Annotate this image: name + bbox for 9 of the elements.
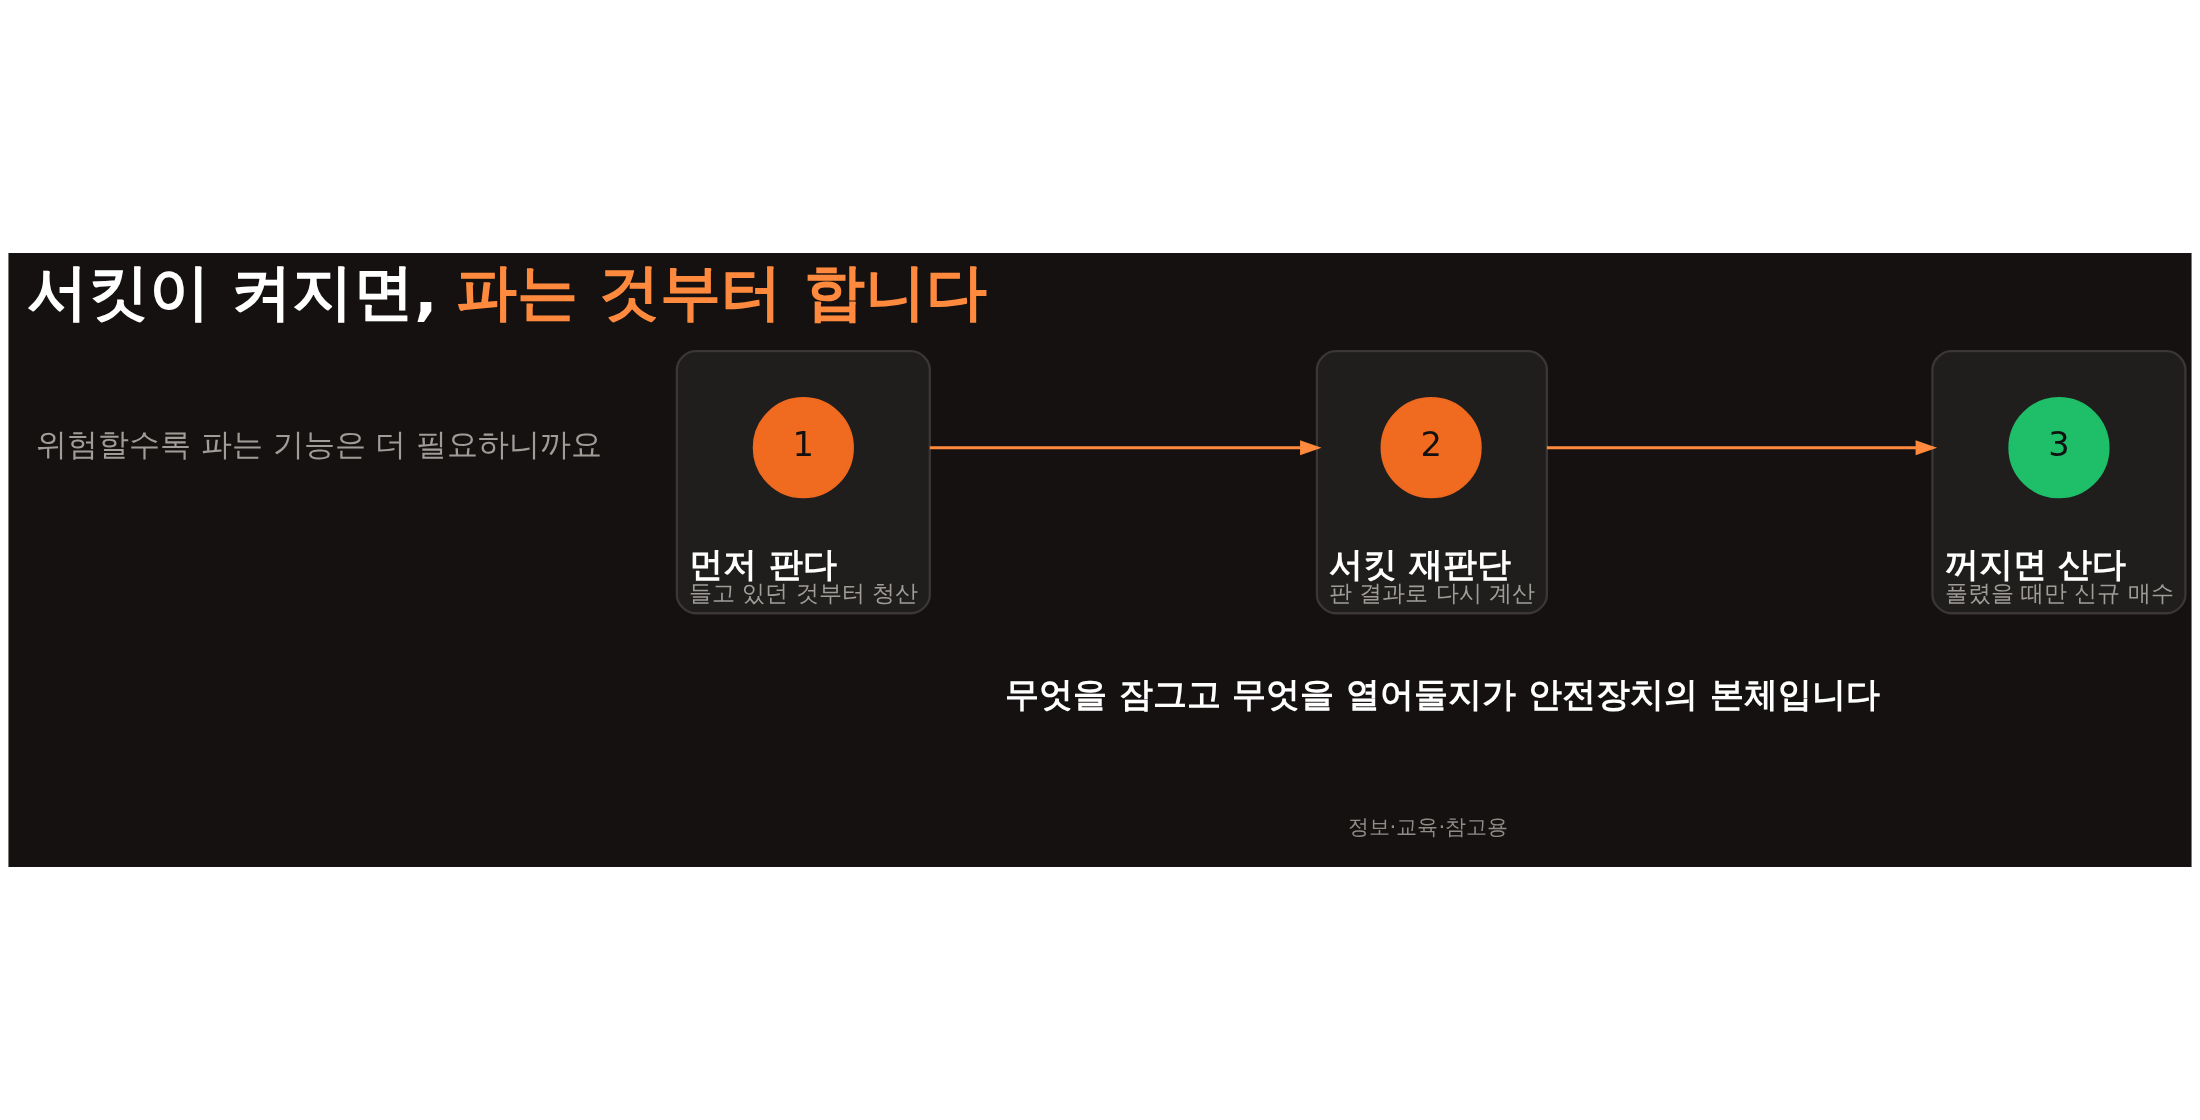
arrow xyxy=(929,440,1322,456)
label: 무엇을 잠그고 무엇을 열어둘지가 안전장치의 본체입니다 xyxy=(1004,675,1880,715)
label: 정보·교육·참고용 xyxy=(1347,813,1509,839)
diagram-title: 서킷이 켜지면, 파는 것부터 합니다 xyxy=(26,255,987,327)
node-circle: 1 xyxy=(752,397,854,499)
label: 위험할수록 파는 기능은 더 필요하니까요 xyxy=(36,427,603,463)
node-circle: 2 xyxy=(1380,397,1482,499)
node-circle: 3 xyxy=(2008,397,2110,499)
arrow xyxy=(1546,440,1938,456)
